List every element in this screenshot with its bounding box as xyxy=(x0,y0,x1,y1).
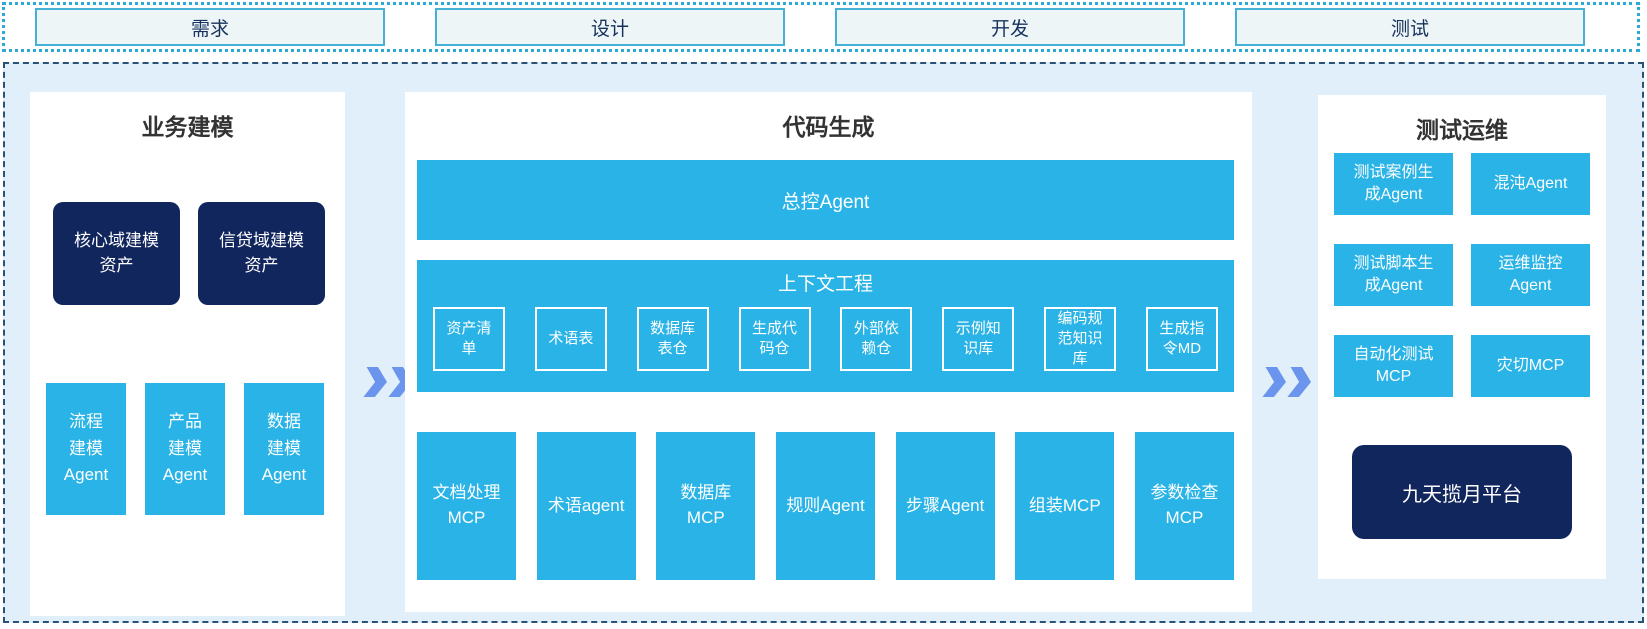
modeling-asset-row: 核心域建模 资产 信贷域建模 资产 xyxy=(53,202,325,305)
panel-business-modeling: 业务建模 核心域建模 资产 信贷域建模 资产 流程 建模 Agent 产品 建模… xyxy=(30,92,345,616)
stage-box-testing: 测试 xyxy=(1235,8,1585,46)
product-modeling-agent-box: 产品 建模 Agent xyxy=(145,383,225,515)
test-script-gen-agent-box: 测试脚本生 成Agent xyxy=(1334,244,1453,306)
stage-box-requirements: 需求 xyxy=(35,8,385,46)
step-agent-box: 步骤Agent xyxy=(895,432,995,580)
context-engineering-title: 上下文工程 xyxy=(777,274,873,295)
coding-standard-knowledge-base-box: 编码规 范知识 库 xyxy=(1044,307,1117,371)
db-table-repo-box: 数据库 表仓 xyxy=(636,307,709,371)
doc-processing-mcp-box: 文档处理 MCP xyxy=(417,432,516,580)
code-generation-title: 代码生成 xyxy=(782,114,875,140)
external-dependency-repo-box: 外部依 赖仓 xyxy=(840,307,913,371)
chevron-icon xyxy=(1287,367,1312,397)
chevron-icon xyxy=(1262,367,1287,397)
core-domain-asset-box: 核心域建模 资产 xyxy=(53,202,180,305)
test-case-gen-agent-box: 测试案例生 成Agent xyxy=(1334,153,1453,215)
panel-test-ops: 测试运维 测试案例生 成Agent 混沌Agent 测试脚本生 成Agent 运… xyxy=(1318,95,1606,579)
context-engineering-row: 资产清 单 术语表 数据库 表仓 生成代 码仓 外部依 赖仓 示例知 识库 编码… xyxy=(417,296,1234,371)
assembly-mcp-box: 组装MCP xyxy=(1015,432,1115,580)
disaster-switch-mcp-box: 灾切MCP xyxy=(1471,335,1590,397)
modeling-agent-row: 流程 建模 Agent 产品 建模 Agent 数据 建模 Agent xyxy=(46,383,324,515)
rule-agent-box: 规则Agent xyxy=(775,432,875,580)
data-modeling-agent-box: 数据 建模 Agent xyxy=(244,383,324,515)
database-mcp-box: 数据库 MCP xyxy=(656,432,756,580)
chevron-icon xyxy=(363,367,388,397)
main-container: 业务建模 核心域建模 资产 信贷域建模 资产 流程 建模 Agent 产品 建模… xyxy=(3,62,1644,623)
param-check-mcp-box: 参数检查 MCP xyxy=(1134,432,1234,580)
chevron-arrow-icon xyxy=(1262,367,1312,397)
code-generation-tools-row: 文档处理 MCP 术语agent 数据库 MCP 规则Agent 步骤Agent… xyxy=(417,432,1234,580)
ops-monitoring-agent-box: 运维监控 Agent xyxy=(1471,244,1590,306)
panel-code-generation: 代码生成 总控Agent 上下文工程 资产清 单 术语表 数据库 表仓 生成代 … xyxy=(405,92,1252,612)
test-ops-grid: 测试案例生 成Agent 混沌Agent 测试脚本生 成Agent 运维监控 A… xyxy=(1334,153,1590,397)
jiutian-lanyue-platform-box: 九天揽月平台 xyxy=(1352,445,1572,539)
process-modeling-agent-box: 流程 建模 Agent xyxy=(46,383,126,515)
generation-instruction-md-box: 生成指 令MD xyxy=(1145,307,1218,371)
credit-domain-asset-box: 信贷域建模 资产 xyxy=(198,202,325,305)
master-control-agent-bar: 总控Agent xyxy=(417,160,1234,240)
stage-box-design: 设计 xyxy=(435,8,785,46)
stage-strip: 需求 设计 开发 测试 xyxy=(2,2,1640,52)
asset-list-box: 资产清 单 xyxy=(433,307,505,371)
automated-test-mcp-box: 自动化测试 MCP xyxy=(1334,335,1453,397)
stage-box-development: 开发 xyxy=(835,8,1185,46)
context-engineering-container: 上下文工程 资产清 单 术语表 数据库 表仓 生成代 码仓 外部依 赖仓 示例知… xyxy=(417,260,1234,392)
chaos-agent-box: 混沌Agent xyxy=(1471,153,1590,215)
business-modeling-title: 业务建模 xyxy=(141,114,234,140)
generated-code-repo-box: 生成代 码仓 xyxy=(738,307,811,371)
example-knowledge-base-box: 示例知 识库 xyxy=(942,307,1015,371)
test-ops-title: 测试运维 xyxy=(1416,117,1508,143)
glossary-box: 术语表 xyxy=(534,307,607,371)
glossary-agent-box: 术语agent xyxy=(536,432,636,580)
